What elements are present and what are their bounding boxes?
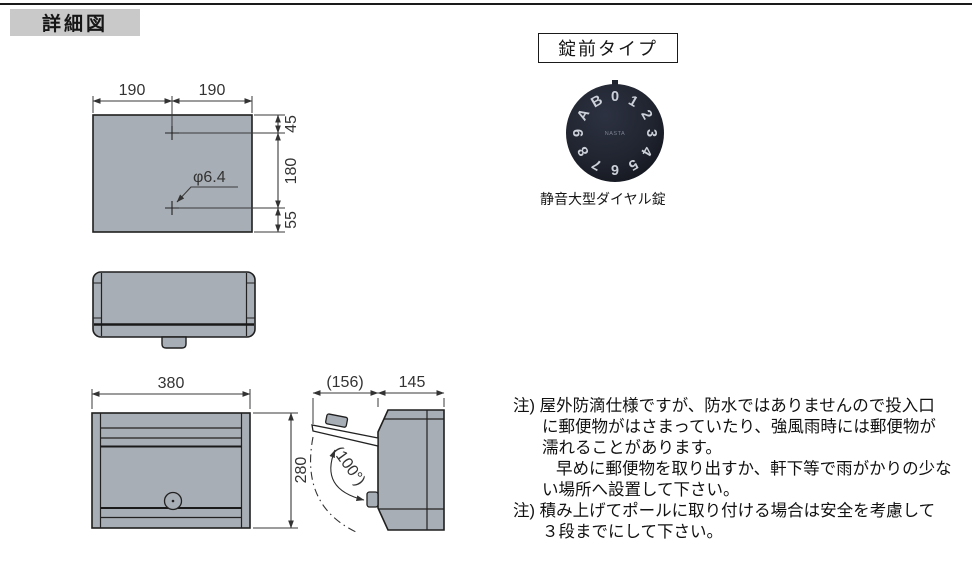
lock-type-label: 錠前タイプ [558, 39, 658, 59]
side-ext-top [312, 398, 445, 424]
open-door [311, 424, 379, 447]
dial-lock: 0 1 2 3 4 5 6 7 8 9 A B NASTA [566, 80, 664, 182]
dim-label-380: 380 [158, 375, 185, 392]
front-dial-center [171, 499, 175, 503]
hole-leader [176, 186, 238, 203]
dim-label-156: (156) [326, 374, 363, 391]
note-line: 濡れることがあります。 [542, 439, 722, 457]
side-front-knob [366, 491, 379, 508]
side-cap-lines [379, 418, 444, 510]
plan-ext-right [179, 114, 285, 233]
dim-label-190-right: 190 [199, 82, 226, 99]
front-ext-top [91, 389, 251, 409]
lock-type-box: 錠前タイプ [538, 33, 678, 63]
page-title: 詳細図 [41, 14, 108, 35]
dim-label-hole: φ6.4 [193, 169, 226, 186]
note-line: い場所へ設置して下さい。 [542, 481, 740, 499]
dim-label-145: 145 [399, 374, 426, 391]
dim-label-280: 280 [293, 457, 310, 484]
dim-label-55: 55 [283, 211, 300, 229]
dial-char: 3 [643, 129, 659, 137]
front-view: 380 280 [91, 375, 310, 529]
note-line: 注) 積み上げてポールに取り付ける場合は安全を考慮して [513, 502, 936, 520]
dial-brand: NASTA [605, 131, 625, 137]
top-rule [0, 3, 972, 5]
door-swing-path [310, 436, 357, 533]
dial-char: 0 [611, 89, 619, 105]
side-body [377, 409, 445, 531]
top-body [92, 271, 256, 338]
angle-arc [329, 449, 365, 501]
front-body [91, 412, 251, 529]
hole-mark-top [165, 126, 179, 140]
top-cap-ticks [93, 282, 255, 319]
dim-label-190-left: 190 [119, 82, 146, 99]
note-line: 早めに郵便物を取り出すか、軒下等で雨がかりの少な [556, 460, 952, 478]
side-view: (100°) (156) 145 [310, 374, 445, 533]
top-dial-knob [161, 336, 187, 349]
notes-block: 注) 屋外防滴仕様ですが、防水ではありませんので投入口 に郵便物がはさまっていた… [513, 396, 969, 543]
note-line: ３段までにして下さい。 [542, 523, 724, 541]
dim-label-180: 180 [283, 158, 300, 185]
dial-char: 6 [611, 161, 619, 177]
page-title-bar: 詳細図 [10, 9, 140, 36]
dial-face [566, 84, 664, 182]
dial-caption: 静音大型ダイヤル錠 [540, 191, 666, 207]
note-line: に郵便物がはさまっていたり、強風雨時には郵便物が [542, 418, 936, 436]
plan-view: 190 190 45 180 55 φ6.4 [92, 82, 300, 233]
dim-label-45: 45 [283, 115, 300, 133]
hole-mark-bottom [165, 201, 179, 215]
front-flap-lines [100, 427, 242, 439]
top-view [92, 271, 256, 349]
note-line: 注) 屋外防滴仕様ですが、防水ではありませんので投入口 [513, 397, 935, 415]
door-dial-knob [325, 413, 349, 428]
dial-char: 9 [571, 129, 587, 137]
